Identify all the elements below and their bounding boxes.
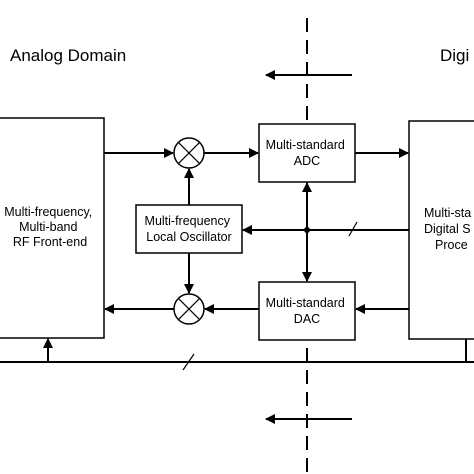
adc-label: Multi-standard ADC bbox=[266, 138, 349, 168]
dsp-block bbox=[408, 120, 474, 340]
local-oscillator-block bbox=[135, 204, 243, 254]
bus-slash-control bbox=[348, 221, 358, 237]
mixer-upper bbox=[173, 137, 205, 169]
rf-frontend-label: Multi-frequency, Multi-band RF Front-end bbox=[4, 205, 95, 249]
rf-frontend-block bbox=[0, 117, 105, 339]
dsp-label: Multi-sta Digital S Proce bbox=[424, 206, 474, 252]
adc-block bbox=[258, 123, 356, 183]
local-oscillator-label: Multi-frequency Local Oscillator bbox=[145, 214, 234, 244]
bus-slash-bottom bbox=[182, 353, 195, 371]
analog-domain-label: Analog Domain bbox=[10, 46, 126, 65]
mixer-lower bbox=[173, 293, 205, 325]
dac-block bbox=[258, 281, 356, 341]
digital-domain-label: Digi bbox=[440, 46, 469, 65]
dac-label: Multi-standard DAC bbox=[266, 296, 349, 326]
